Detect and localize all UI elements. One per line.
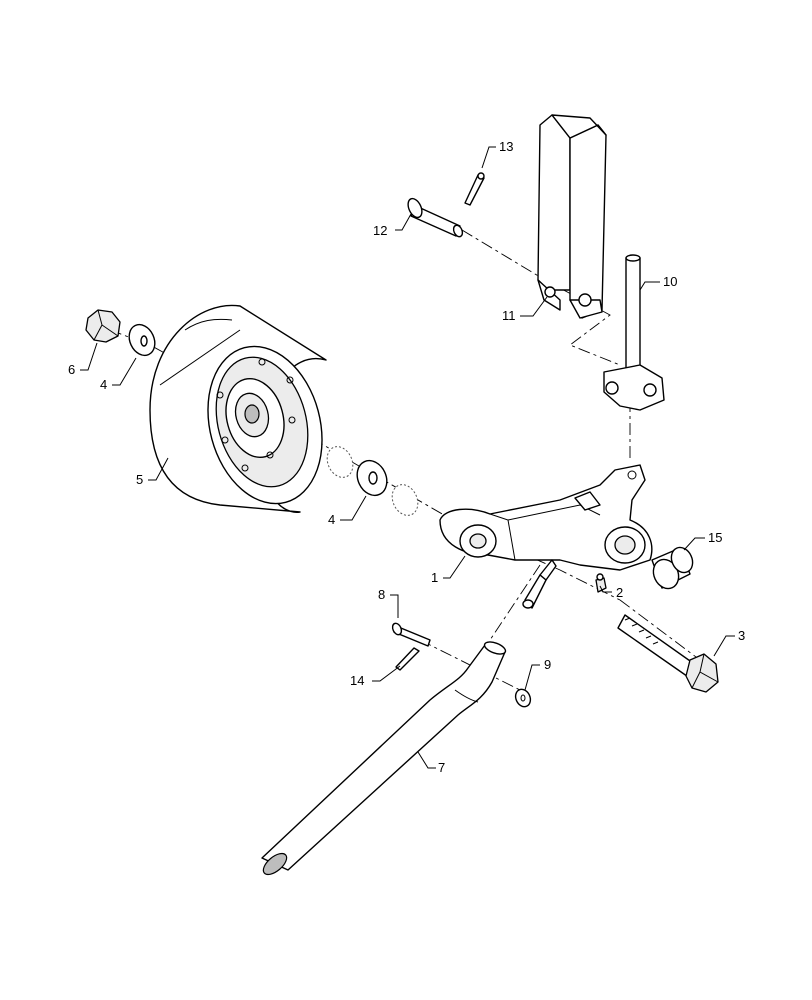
callout-4-right: 4: [328, 512, 335, 527]
callout-10: 10: [663, 274, 677, 289]
bushing: [651, 546, 694, 590]
lock-nut: [85, 309, 121, 343]
callout-9: 9: [544, 657, 551, 672]
pin: [391, 622, 431, 647]
idler-pulley: [149, 304, 327, 513]
handle-tube: [261, 641, 507, 876]
cotter-pin-lower: [395, 647, 420, 671]
callout-6: 6: [68, 362, 75, 377]
idler-arm: [439, 464, 653, 609]
pivot-post: [603, 254, 665, 411]
leader-lines: [80, 146, 735, 769]
hex-bolt: [617, 614, 719, 693]
washer-left: [128, 323, 156, 357]
callout-8: 8: [378, 587, 385, 602]
callouts: 1 2 3 4 4 5 6 7 8 9 10 11 12 13 14 15: [68, 139, 745, 775]
callout-7: 7: [438, 760, 445, 775]
callout-15: 15: [708, 530, 722, 545]
small-washer: [514, 688, 532, 708]
callout-14: 14: [350, 673, 364, 688]
callout-3: 3: [738, 628, 745, 643]
callout-5: 5: [136, 472, 143, 487]
callout-1: 1: [431, 570, 438, 585]
callout-12: 12: [373, 223, 387, 238]
callout-2: 2: [616, 585, 623, 600]
channel-bracket: [537, 114, 607, 319]
callout-4-left: 4: [100, 377, 107, 392]
callout-13: 13: [499, 139, 513, 154]
grease-fitting: [595, 573, 607, 593]
cotter-pin-upper: [464, 172, 485, 206]
clevis-pin: [407, 197, 464, 238]
washer-spacer-stack: [326, 446, 419, 516]
callout-11: 11: [502, 308, 516, 323]
